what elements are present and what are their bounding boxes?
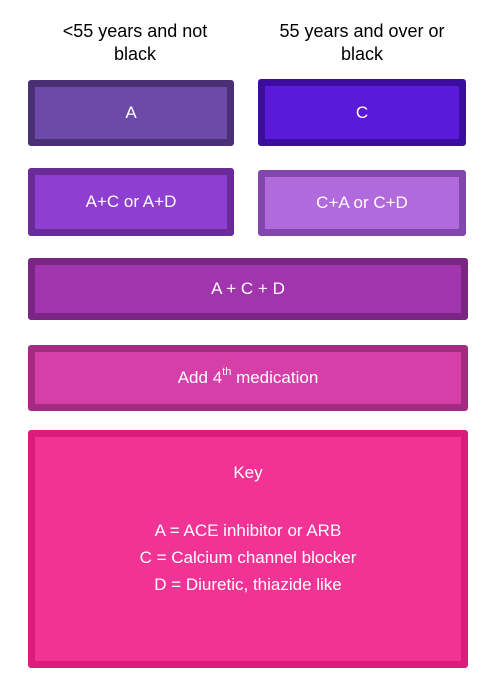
step4-label-suffix: medication bbox=[231, 368, 319, 387]
key-entry-d: D = Diuretic, thiazide like bbox=[154, 575, 342, 594]
step3-box-acd-label: A + C + D bbox=[211, 279, 285, 298]
key-entries: A = ACE inhibitor or ARB C = Calcium cha… bbox=[35, 517, 461, 598]
step1-box-c: C bbox=[258, 79, 466, 146]
step4-label-superscript: th bbox=[222, 366, 232, 379]
key-title: Key bbox=[233, 463, 263, 482]
step1-box-a-label: A bbox=[125, 103, 137, 122]
key-entry-a: A = ACE inhibitor or ARB bbox=[154, 521, 342, 540]
step1-box-a: A bbox=[28, 80, 234, 146]
key-box: Key A = ACE inhibitor or ARB C = Calcium… bbox=[28, 430, 468, 668]
step1-box-c-label: C bbox=[355, 102, 369, 122]
step2-box-ac-or-ad-label: A+C or A+D bbox=[85, 192, 177, 211]
step2-box-ca-or-cd: C+A or C+D bbox=[258, 170, 466, 236]
heading-under-55-not-black: <55 years and not black bbox=[62, 21, 208, 64]
step3-box-acd: A + C + D bbox=[28, 258, 468, 320]
key-entry-c: C = Calcium channel blocker bbox=[139, 548, 357, 567]
step2-box-ac-or-ad: A+C or A+D bbox=[28, 168, 234, 236]
step4-box-add-medication: Add 4th medication bbox=[28, 345, 468, 411]
heading-55-and-over-or-black: 55 years and over or black bbox=[279, 21, 445, 64]
step4-label-prefix: Add 4 bbox=[177, 368, 223, 387]
step4-label: Add 4th medication bbox=[177, 366, 319, 388]
step2-box-ca-or-cd-label: C+A or C+D bbox=[316, 193, 408, 212]
